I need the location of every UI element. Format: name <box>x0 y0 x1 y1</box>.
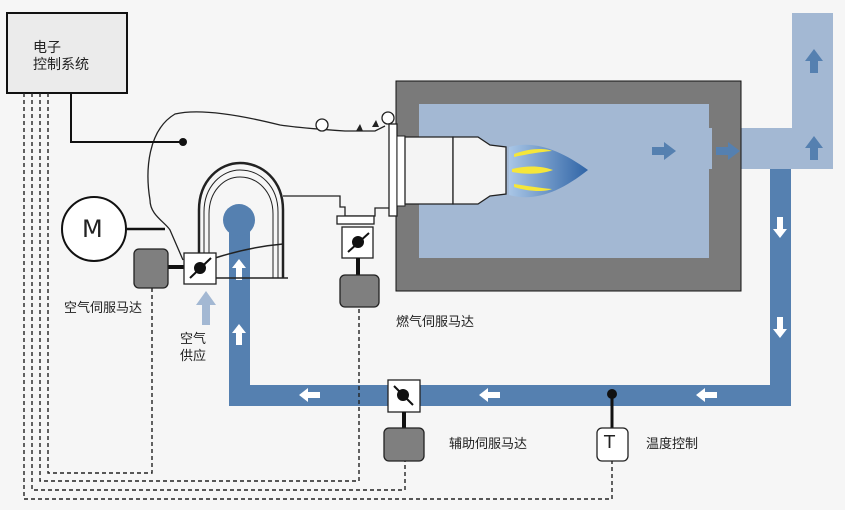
recirculation-pipe <box>223 169 791 406</box>
arrow-left-icon <box>696 388 717 402</box>
motor-symbol: M <box>82 215 103 243</box>
temp-symbol: T <box>604 432 615 453</box>
arrow-down-icon <box>773 217 787 238</box>
arrow-down-icon <box>773 317 787 338</box>
air-servo-label: 空气伺服马达 <box>64 301 143 316</box>
arrow-left-icon <box>479 388 500 402</box>
ecu-label: 电子 控制系统 <box>33 40 89 74</box>
arrow-left-icon <box>299 388 320 402</box>
temp-control-label: 温度控制 <box>646 437 699 452</box>
burner-top-fittings <box>315 111 395 132</box>
arrow-up-icon <box>805 136 823 160</box>
air-damper-valve <box>183 252 217 285</box>
arrow-up-icon <box>805 49 823 73</box>
fan-motor <box>61 196 165 262</box>
aux-servo-label: 辅助伺服马达 <box>449 437 528 452</box>
ecu-label-line1: 电子 <box>33 40 61 56</box>
ecu-box <box>6 12 187 146</box>
exhaust-flow-arrows <box>652 49 823 160</box>
ecu-label-line2: 控制系统 <box>33 57 89 73</box>
air-supply-label-line1: 空气 <box>180 332 207 347</box>
air-supply-label-line2: 供应 <box>180 349 207 364</box>
aux-damper <box>383 379 425 462</box>
air-intake-arrow-icon <box>196 291 216 325</box>
arrow-up-icon <box>232 324 246 345</box>
blast-tube <box>388 123 507 217</box>
gas-valve <box>336 215 380 308</box>
arrow-right-icon <box>716 142 740 160</box>
control-signal-lines <box>23 93 613 500</box>
gas-servo-label: 燃气伺服马达 <box>396 315 475 330</box>
fan-housing <box>197 161 288 279</box>
flame <box>509 144 588 198</box>
air-servo-motor <box>133 248 184 289</box>
arrow-up-icon <box>232 259 246 280</box>
recirculation-flow-arrows <box>232 217 787 402</box>
arrow-right-icon <box>652 142 676 160</box>
